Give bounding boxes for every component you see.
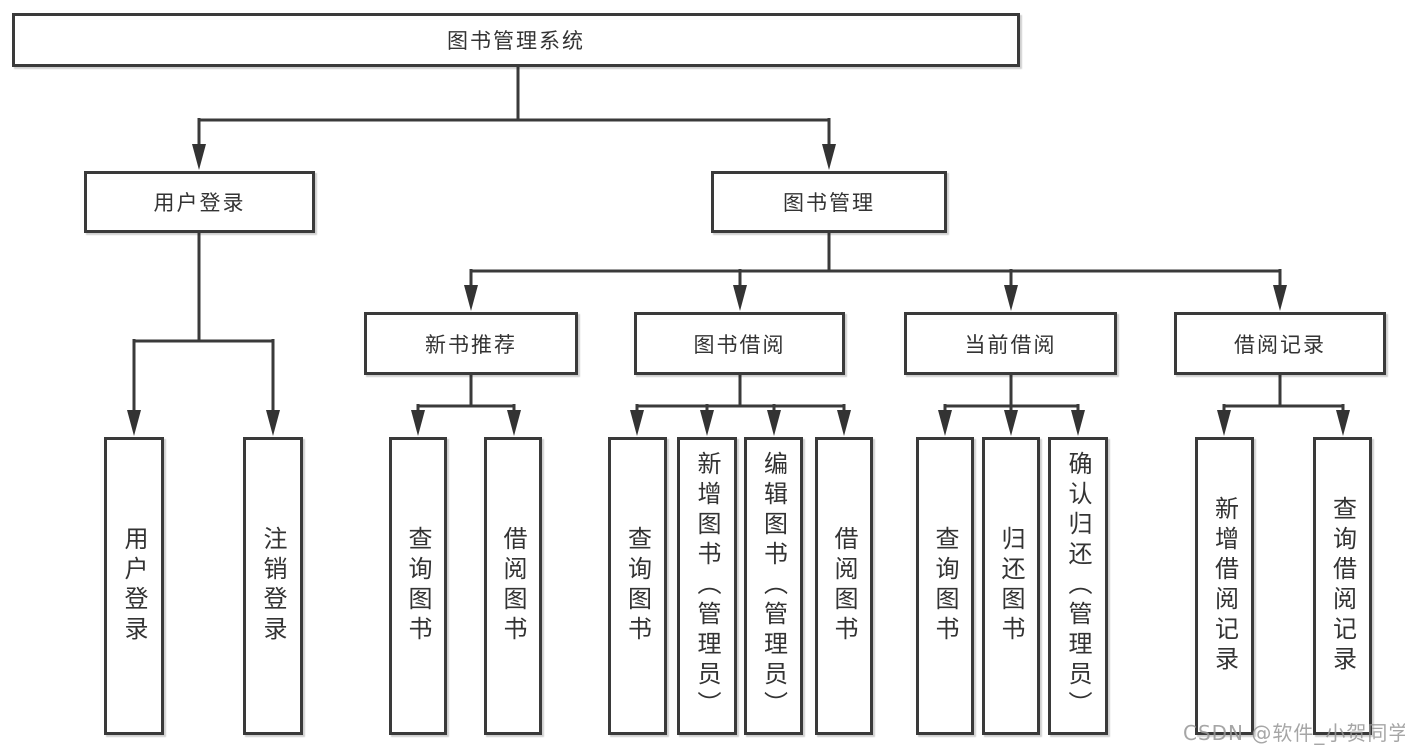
node-book-borrowing: 图书借阅 [634, 312, 845, 375]
node-new-book-recommendation: 新书推荐 [364, 312, 578, 375]
leaf-borrow-books-1: 借阅图书 [484, 437, 542, 735]
watermark: CSDN @软件_小贺同学 [1183, 721, 1405, 745]
arrow-down-icon [938, 410, 952, 436]
leaf-query-books-1: 查询图书 [389, 437, 447, 735]
arrow-down-icon [1004, 285, 1018, 311]
leaf-query-books-3: 查询图书 [916, 437, 974, 735]
arrow-down-icon [1217, 410, 1231, 436]
arrow-down-icon [507, 410, 521, 436]
leaf-user-login: 用户登录 [104, 437, 164, 735]
arrow-down-icon [1273, 285, 1287, 311]
leaf-confirm-return-admin: 确认归还（管理员） [1048, 437, 1108, 735]
arrow-down-icon [700, 410, 714, 436]
arrow-down-icon [1071, 410, 1085, 436]
node-current-borrowing: 当前借阅 [904, 312, 1117, 375]
node-library-management-system: 图书管理系统 [12, 13, 1020, 67]
arrow-down-icon [192, 144, 206, 170]
leaf-add-books-admin: 新增图书（管理员） [677, 437, 737, 735]
arrow-down-icons [127, 144, 1350, 436]
arrow-down-icon [411, 410, 425, 436]
arrow-down-icon [837, 410, 851, 436]
arrow-down-icon [1004, 410, 1018, 436]
leaf-borrow-books-2: 借阅图书 [815, 437, 873, 735]
arrow-down-icon [1336, 410, 1350, 436]
node-borrowing-records: 借阅记录 [1174, 312, 1386, 375]
node-book-management: 图书管理 [711, 171, 947, 233]
arrow-down-icon [266, 410, 280, 436]
leaf-query-books-2: 查询图书 [608, 437, 667, 735]
node-user-login: 用户登录 [84, 171, 315, 233]
arrow-down-icon [822, 144, 836, 170]
leaf-add-borrow-record: 新增借阅记录 [1195, 437, 1254, 735]
arrow-down-icon [733, 285, 747, 311]
arrow-down-icon [630, 410, 644, 436]
leaf-edit-books-admin: 编辑图书（管理员） [744, 437, 803, 735]
arrow-down-icon [464, 285, 478, 311]
arrow-down-icon [127, 410, 141, 436]
leaf-return-books: 归还图书 [982, 437, 1040, 735]
leaf-logout: 注销登录 [243, 437, 303, 735]
arrow-down-icon [767, 410, 781, 436]
leaf-query-borrow-record: 查询借阅记录 [1313, 437, 1372, 735]
